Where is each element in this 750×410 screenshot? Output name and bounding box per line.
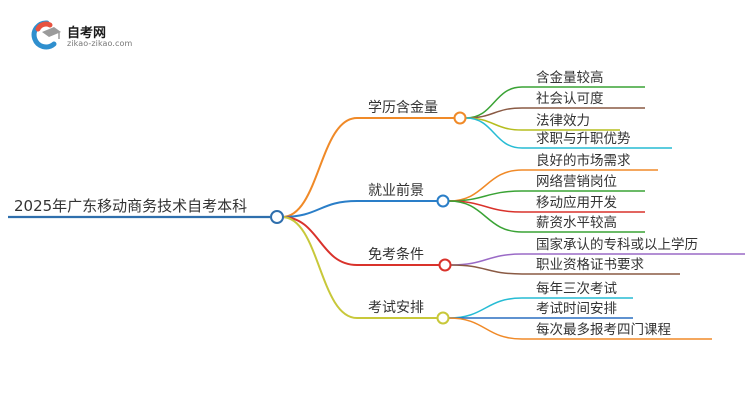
leaf-connector xyxy=(448,297,523,319)
leaf-connector xyxy=(448,200,523,233)
branch-connector xyxy=(281,216,358,319)
branch-node xyxy=(453,111,467,125)
branch-label: 免考条件 xyxy=(368,246,424,263)
leaf-label: 含金量较高 xyxy=(536,69,604,86)
graduation-cap-logo-icon xyxy=(31,20,61,50)
leaf-label: 网络营销岗位 xyxy=(536,174,617,190)
branch-node xyxy=(436,194,450,208)
branch-node xyxy=(436,311,450,325)
site-logo: 自考网 zikao-zikao.com xyxy=(30,20,150,50)
leaf-connector xyxy=(448,317,523,340)
branch-connector xyxy=(281,216,358,266)
leaf-label: 每年三次考试 xyxy=(536,281,617,297)
leaf-connector xyxy=(450,253,523,266)
leaf-label: 求职与升职优势 xyxy=(536,131,631,147)
logo-url: zikao-zikao.com xyxy=(67,39,133,48)
leaf-label: 薪资水平较高 xyxy=(536,214,617,231)
root-label: 2025年广东移动商务技术自考本科 xyxy=(14,197,247,215)
leaf-label: 移动应用开发 xyxy=(536,194,617,211)
leaf-connector xyxy=(465,117,523,149)
branch-label: 考试安排 xyxy=(368,300,424,316)
branch-connector xyxy=(281,200,358,218)
leaf-connector xyxy=(450,264,523,275)
leaf-label: 考试时间安排 xyxy=(536,301,617,317)
leaf-label: 国家承认的专科或以上学历 xyxy=(536,236,698,253)
branch-label: 就业前景 xyxy=(368,182,424,199)
leaf-label: 良好的市场需求 xyxy=(536,152,631,169)
branch-connector xyxy=(281,117,358,218)
branch-node xyxy=(438,258,452,272)
logo-title: 自考网 xyxy=(67,26,107,41)
branch-label: 学历含金量 xyxy=(368,100,438,116)
leaf-label: 社会认可度 xyxy=(536,91,604,107)
leaf-label: 法律效力 xyxy=(536,113,590,129)
root-node xyxy=(270,210,284,224)
leaf-label: 每次最多报考四门课程 xyxy=(536,321,671,338)
leaf-label: 职业资格证书要求 xyxy=(536,257,644,273)
